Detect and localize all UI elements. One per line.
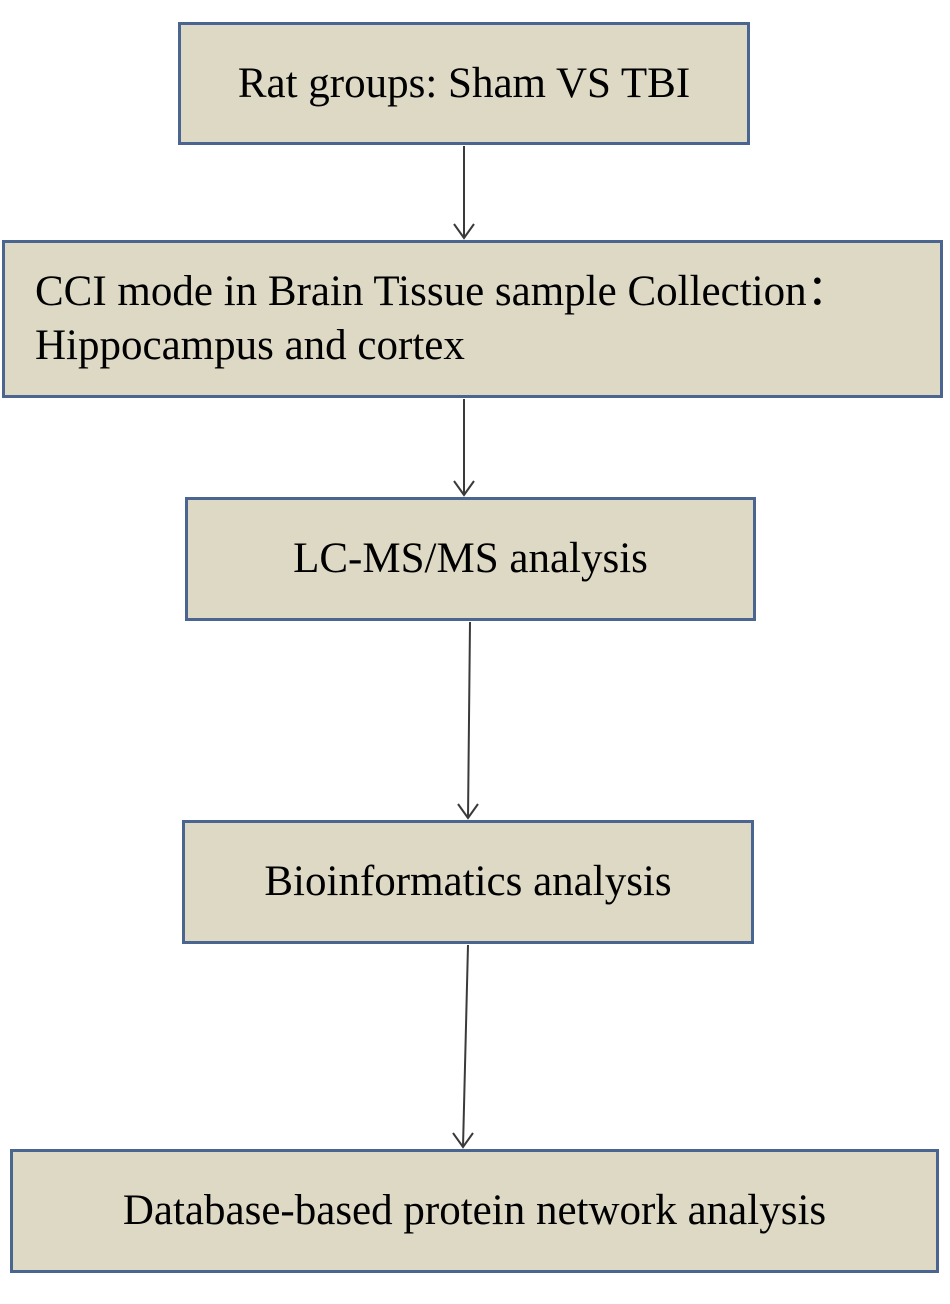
arrow-1 <box>453 146 475 240</box>
step-label: Database-based protein network analysis <box>122 1187 827 1235</box>
step-box-network: Database-based protein network analysis <box>10 1149 939 1273</box>
step-box-rat-groups: Rat groups: Sham VS TBI <box>178 22 750 145</box>
step-label-line-2: Hippocampus and cortex <box>35 322 465 369</box>
arrow-4 <box>452 944 474 1149</box>
step-box-bioinformatics: Bioinformatics analysis <box>182 820 754 944</box>
step-label: Rat groups: Sham VS TBI <box>237 59 691 107</box>
step-label: Bioinformatics analysis <box>264 858 672 906</box>
step-box-lcms: LC-MS/MS analysis <box>185 497 756 621</box>
step-label: LC-MS/MS analysis <box>293 535 648 583</box>
step-box-cci-mode: CCI mode in Brain Tissue sample Collecti… <box>2 240 943 398</box>
step-label-line-1: CCI mode in Brain Tissue sample Collecti… <box>35 268 850 316</box>
arrow-2 <box>453 399 475 497</box>
arrow-3 <box>457 621 479 820</box>
